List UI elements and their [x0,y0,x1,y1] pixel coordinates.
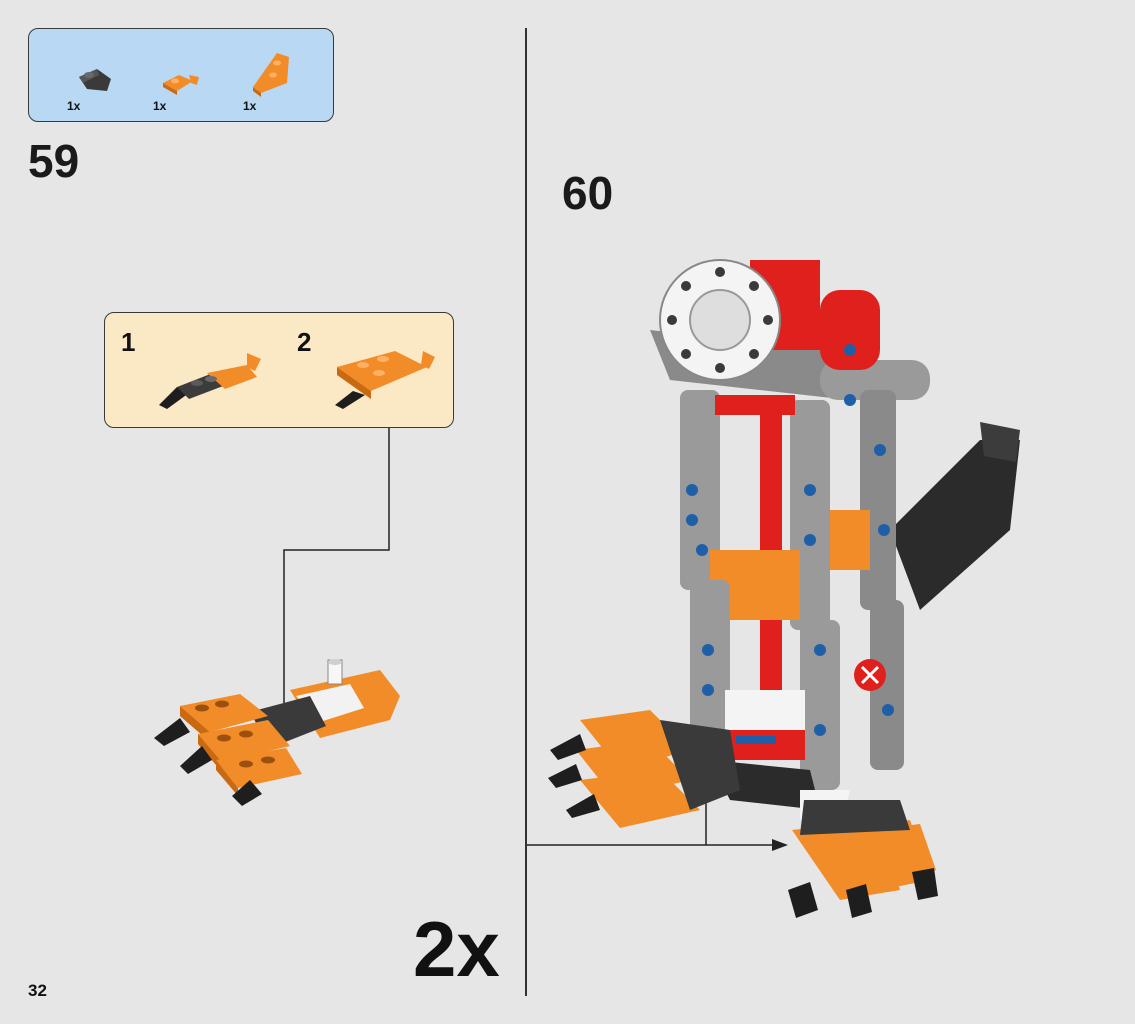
sub-assembly-box: 1 2 [104,312,454,428]
part-quantity: 1x [153,99,167,113]
sub-step-2-illustration [335,351,435,409]
page-number: 32 [28,981,47,1000]
sub-step-number: 2 [297,327,312,357]
orange-clip-plate-icon [163,75,199,95]
step-number-60: 60 [562,167,614,219]
quantity-multiplier: 2x [413,905,500,993]
sub-step-number: 1 [121,327,136,357]
step-divider [525,28,527,996]
part-quantity: 1x [243,99,257,113]
foot-assembly-illustration [154,659,400,806]
orange-wedge-plate-icon [253,53,289,97]
part-quantity: 1x [67,99,81,113]
parts-list-item: 1x [153,39,213,119]
step-number-59: 59 [28,135,80,187]
sub-step-1-illustration [159,353,261,409]
parts-list-item: 1x [67,39,127,119]
dark-gray-slope-plate-icon [79,69,111,91]
parts-list-box: 1x 1x 1x [28,28,334,122]
walker-model-illustration [548,259,1020,918]
parts-list-item: 1x [243,39,303,119]
